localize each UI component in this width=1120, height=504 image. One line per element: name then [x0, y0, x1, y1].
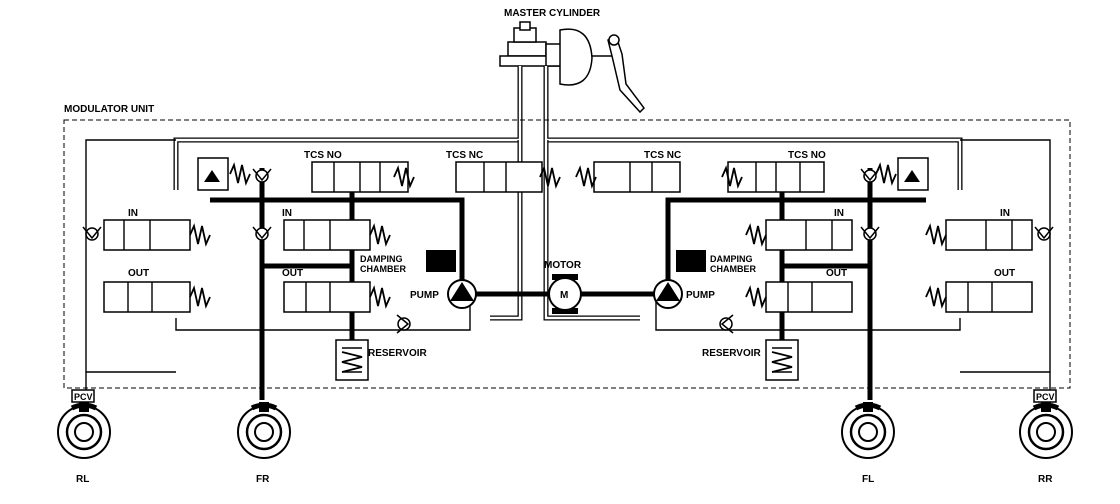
chamber-label-left: CHAMBER — [360, 264, 406, 274]
out-label-rr: OUT — [994, 268, 1015, 279]
chamber-label-right: CHAMBER — [710, 264, 756, 274]
reservoir-right — [765, 328, 799, 381]
motor — [548, 274, 582, 314]
right-valves — [575, 157, 1054, 334]
damping-chamber-right-block — [676, 250, 706, 272]
master-cylinder-label: MASTER CYLINDER — [504, 8, 601, 19]
tcs-nc-label-left: TCS NC — [446, 150, 483, 161]
in-label-fr: IN — [282, 208, 292, 219]
wheel-rl — [58, 402, 110, 458]
reservoir-left — [335, 328, 369, 381]
tcs-no-label-left: TCS NO — [304, 150, 342, 161]
pump-left — [447, 279, 477, 309]
wheel-rr — [1020, 402, 1072, 458]
pressure-lines-left — [210, 168, 548, 400]
tcs-nc-label-right: TCS NC — [644, 150, 681, 161]
pcv-label-right: PCV — [1036, 392, 1055, 402]
pressure-lines-right — [580, 168, 926, 400]
reservoir-label-left: RESERVOIR — [368, 348, 427, 359]
damping-label-right: DAMPING — [710, 254, 753, 264]
pump-label-right: PUMP — [686, 290, 715, 301]
damping-chamber-left-block — [426, 250, 456, 272]
wheel-label-rl: RL — [76, 474, 89, 485]
in-label-fl: IN — [834, 208, 844, 219]
pcv-label-left: PCV — [74, 392, 93, 402]
damping-label-left: DAMPING — [360, 254, 403, 264]
motor-symbol: M — [560, 290, 568, 301]
left-valves — [82, 157, 561, 334]
motor-label: MOTOR — [544, 260, 582, 271]
pump-label-left: PUMP — [410, 290, 439, 301]
tcs-no-label-right: TCS NO — [788, 150, 826, 161]
wheel-fr — [238, 402, 290, 458]
out-label-rl: OUT — [128, 268, 149, 279]
in-label-rl: IN — [128, 208, 138, 219]
wheel-label-rr: RR — [1038, 474, 1053, 485]
modulator-unit-boundary — [63, 119, 1071, 389]
out-label-fl: OUT — [826, 268, 847, 279]
wheel-label-fl: FL — [862, 474, 874, 485]
pump-right — [653, 279, 683, 309]
in-label-rr: IN — [1000, 208, 1010, 219]
modulator-unit-label: MODULATOR UNIT — [64, 104, 154, 115]
master-cylinder — [499, 21, 645, 128]
out-label-fr: OUT — [282, 268, 303, 279]
wheel-label-fr: FR — [256, 474, 270, 485]
reservoir-label-right: RESERVOIR — [702, 348, 761, 359]
wheel-fl — [842, 402, 894, 458]
